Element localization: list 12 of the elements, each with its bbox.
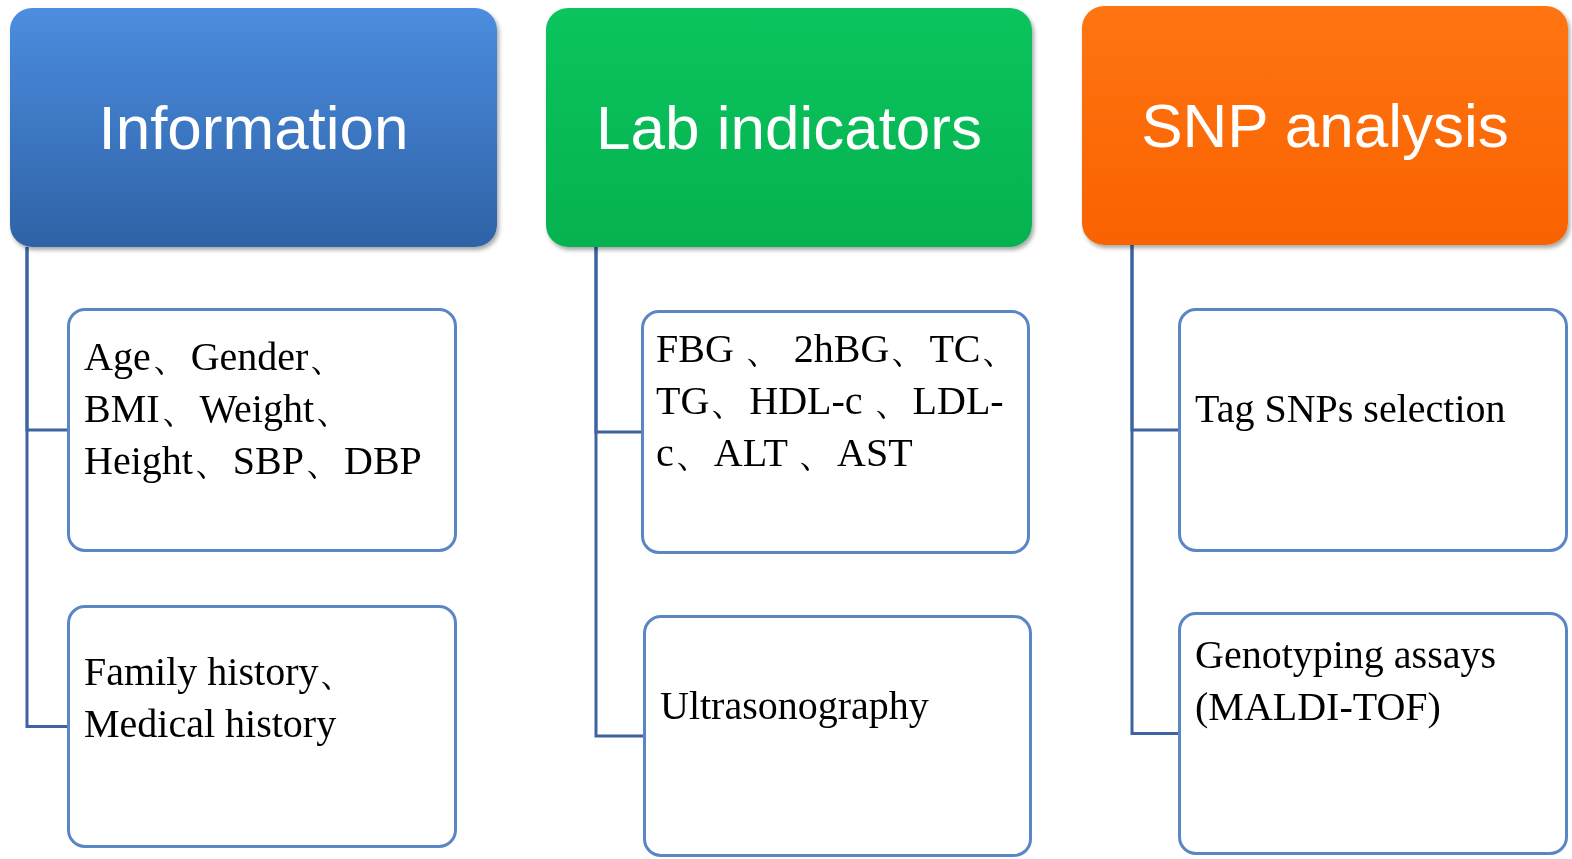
item-box: Tag SNPs selection: [1178, 308, 1568, 552]
connector-line: [1130, 245, 1178, 735]
item-box: Genotyping assays (MALDI-TOF): [1178, 612, 1568, 855]
category-header: Information: [10, 8, 497, 247]
item-box: Family history、Medical history: [67, 605, 457, 848]
category-header: Lab indicators: [546, 8, 1032, 247]
connector-line: [25, 247, 67, 728]
item-box: FBG 、 2hBG、TC、TG、HDL-c 、LDL-c、ALT 、AST: [641, 310, 1030, 554]
connector-line: [594, 247, 643, 738]
item-box: Ultrasonography: [643, 615, 1032, 857]
category-header: SNP analysis: [1082, 6, 1568, 245]
item-box: Age、Gender、BMI、Weight、Height、SBP、DBP: [67, 308, 457, 552]
